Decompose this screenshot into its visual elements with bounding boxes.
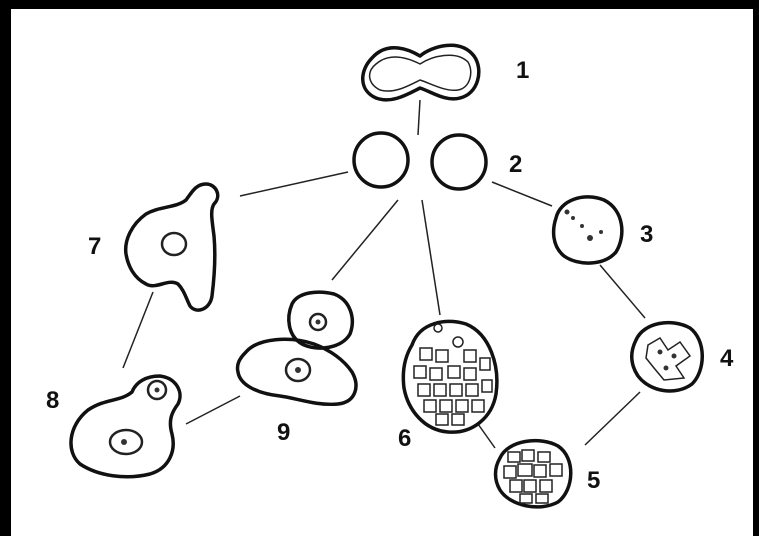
connector-7-8 — [122, 291, 154, 369]
stage-9-upper-cell — [287, 290, 355, 350]
connector-2-7 — [239, 171, 349, 197]
stage-4-cell — [630, 320, 704, 393]
connector-2-6 — [421, 199, 441, 316]
label-6: 6 — [398, 425, 411, 452]
label-7: 7 — [88, 233, 101, 260]
stage-8-cell — [69, 374, 182, 479]
label-4: 4 — [720, 345, 734, 372]
stage-7-cell — [123, 182, 220, 312]
connector-4-5 — [584, 391, 641, 446]
stage-1-dividing-cell — [361, 43, 481, 102]
connector-3-4 — [599, 264, 646, 319]
connector-2-3 — [491, 181, 553, 207]
connector-2-9 — [331, 199, 399, 281]
label-9: 9 — [277, 419, 290, 446]
label-3: 3 — [640, 221, 653, 248]
label-8: 8 — [46, 387, 59, 414]
label-1: 1 — [516, 57, 529, 84]
connector-1-2 — [417, 99, 421, 136]
connector-8-9 — [185, 395, 241, 425]
connectors — [122, 99, 646, 449]
stage-5-cell — [493, 438, 573, 509]
label-2: 2 — [509, 151, 522, 178]
stage-3-cell — [551, 195, 624, 265]
stage-2-daughter-cells — [352, 131, 488, 191]
daughter-cell-left — [352, 131, 410, 189]
connector-5-6 — [477, 423, 496, 449]
stage-labels: 1 2 3 4 5 6 7 8 9 — [46, 57, 734, 494]
daughter-cell-right — [430, 133, 488, 191]
stage-6-cell — [401, 319, 499, 434]
stage-9-lower-cell — [235, 337, 358, 407]
label-5: 5 — [587, 467, 600, 494]
stage-9-cells — [235, 290, 358, 407]
